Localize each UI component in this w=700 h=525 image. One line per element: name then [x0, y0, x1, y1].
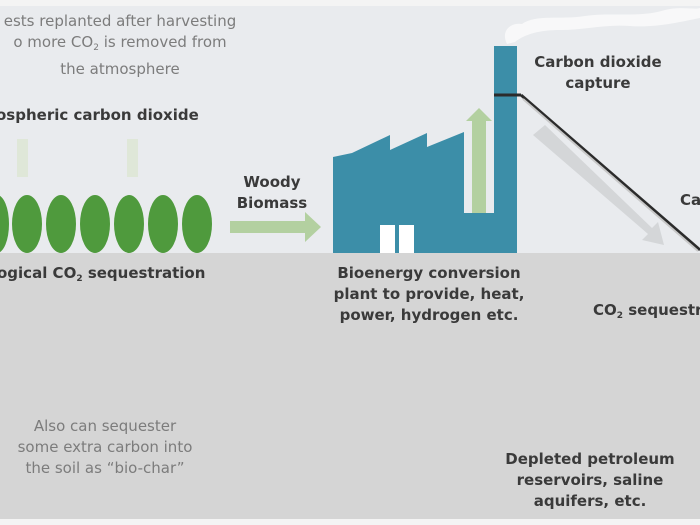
- pipe-diagonal-highlight: [522, 98, 699, 252]
- biochar-line3: the soil as “bio-char”: [25, 459, 185, 477]
- tree-icon: [0, 195, 9, 253]
- depleted-line3: aquifers, etc.: [533, 492, 647, 510]
- cut-off-label-ca: Ca: [680, 191, 700, 209]
- tree-icon: [12, 195, 42, 253]
- bio-seq-pre: ogical CO: [0, 264, 77, 282]
- forest-note-line2: o more CO2 is removed from: [0, 32, 300, 59]
- ground-band: [0, 253, 700, 519]
- forest-note-line2-post: is removed from: [98, 33, 227, 51]
- biochar-note: Also can sequester some extra carbon int…: [0, 416, 215, 479]
- power-output-arrow-icon: [466, 108, 492, 213]
- woody-biomass-label: Woody Biomass: [222, 172, 322, 214]
- biochar-line1: Also can sequester: [33, 417, 177, 435]
- depleted-line2: reservoirs, saline: [516, 471, 664, 489]
- bioenergy-line2: plant to provide, heat,: [333, 285, 525, 303]
- uptake-arrow-right: [127, 139, 138, 177]
- biomass-arrow-icon: [230, 212, 321, 242]
- woody-biomass-line1: Woody: [243, 173, 301, 191]
- factory-window-right: [399, 225, 414, 253]
- tree-icon: [80, 195, 110, 253]
- forest-note-line2-pre: o more CO: [13, 33, 94, 51]
- forest-replanting-note: ests replanted after harvesting o more C…: [0, 11, 300, 80]
- forest-note-line1: ests replanted after harvesting: [3, 12, 237, 30]
- woody-biomass-line2: Biomass: [236, 194, 308, 212]
- capture-flow-arrow-icon: [533, 125, 664, 245]
- bio-seq-post: sequestration: [82, 264, 206, 282]
- tree-icon: [46, 195, 76, 253]
- biological-sequestration-label: ogical CO2 sequestration: [0, 263, 205, 290]
- bioenergy-line3: power, hydrogen etc.: [339, 306, 519, 324]
- carbon-capture-label: Carbon dioxide capture: [523, 52, 673, 94]
- forest-note-line2-sub: 2: [93, 43, 99, 53]
- capture-line2: capture: [565, 74, 631, 92]
- depleted-reservoirs-label: Depleted petroleum reservoirs, saline aq…: [490, 449, 690, 512]
- co2-seq-right-post: sequestr: [623, 301, 700, 319]
- atmospheric-uptake-arrows: [17, 139, 138, 177]
- co2-seq-right-pre: CO: [593, 301, 617, 319]
- pipe-diagonal: [520, 93, 700, 252]
- top-border: [0, 0, 700, 6]
- forest-note-line3: the atmosphere: [60, 60, 180, 78]
- co2-pipe: [494, 93, 700, 252]
- tree-icon: [148, 195, 178, 253]
- biochar-line2: some extra carbon into: [17, 438, 193, 456]
- co2-seq-right-sub: 2: [616, 311, 624, 321]
- bioenergy-line1: Bioenergy conversion: [337, 264, 521, 282]
- tree-icon: [182, 195, 212, 253]
- factory-body: [333, 132, 494, 253]
- chimney: [494, 46, 517, 253]
- tree-row: [0, 195, 212, 253]
- smoke-icon: [504, 8, 700, 44]
- uptake-arrow-left: [17, 139, 28, 177]
- factory-window-left: [380, 225, 395, 253]
- tree-icon: [114, 195, 144, 253]
- atmospheric-co2-label: ospheric carbon dioxide: [0, 106, 199, 124]
- bio-seq-sub: 2: [76, 274, 83, 284]
- bioenergy-plant-label: Bioenergy conversion plant to provide, h…: [317, 263, 541, 326]
- bottom-border: [0, 519, 700, 525]
- capture-line1: Carbon dioxide: [534, 53, 662, 71]
- co2-sequestration-right-label: CO2 sequestr: [593, 300, 700, 327]
- factory-icon: [333, 46, 517, 253]
- smoke-plume: [504, 8, 700, 44]
- depleted-line1: Depleted petroleum: [505, 450, 675, 468]
